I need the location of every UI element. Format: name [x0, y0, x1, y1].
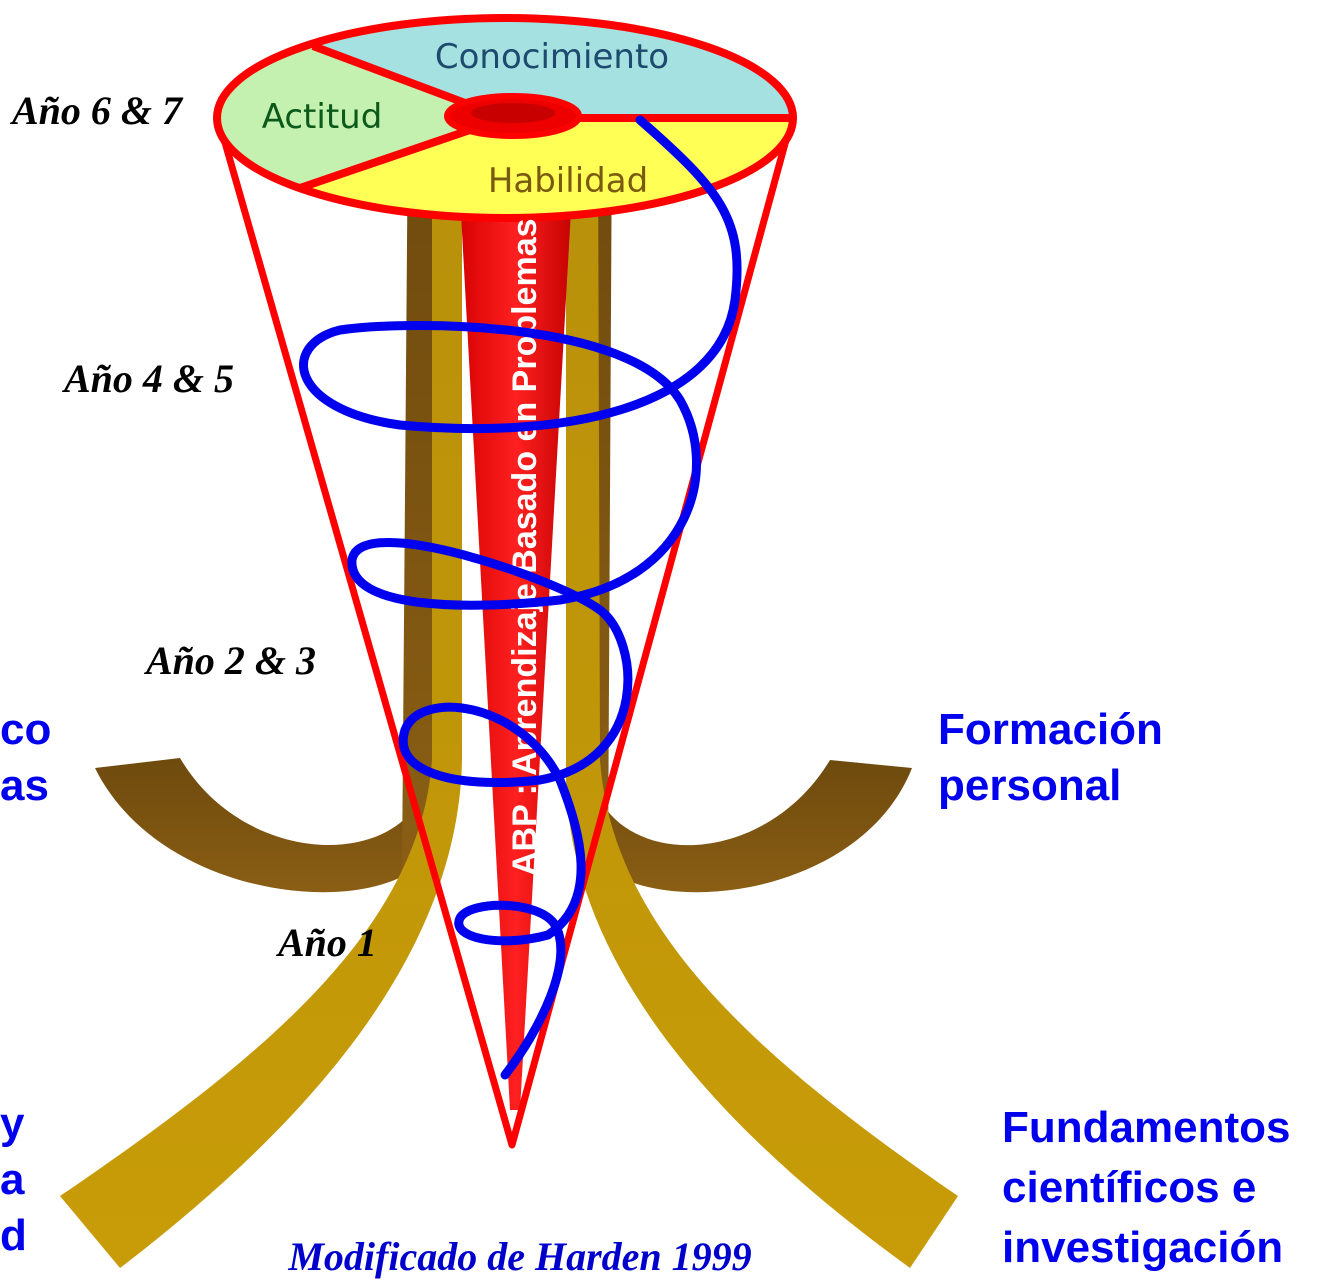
left-upper-label-line2: as — [0, 761, 49, 810]
skill-label: Habilidad — [488, 161, 648, 201]
personal-formation-line2: personal — [938, 761, 1121, 810]
source-credit: Modificado de Harden 1999 — [287, 1234, 751, 1279]
left-lower-label-line3: d — [0, 1211, 27, 1260]
left-gold-strand — [60, 140, 462, 1268]
right-dark-arm — [596, 760, 912, 893]
abp-central-bar — [456, 122, 576, 1110]
knowledge-label: Conocimiento — [435, 37, 669, 77]
personal-formation-line1: Formación — [938, 705, 1163, 754]
year-6-7-label: Año 6 & 7 — [9, 88, 184, 133]
cone-top-disc — [213, 14, 797, 222]
attitude-segment — [221, 46, 505, 188]
year-4-5-label: Año 4 & 5 — [61, 356, 234, 401]
year-1-label: Año 1 — [275, 920, 377, 965]
left-dark-strand — [402, 118, 438, 870]
science-foundations-line3: investigación — [1002, 1223, 1283, 1272]
left-upper-label-line1: co — [0, 705, 51, 754]
year-2-3-label: Año 2 & 3 — [143, 638, 316, 683]
science-foundations-line2: científicos e — [1002, 1163, 1256, 1212]
left-lower-label-line1: y — [0, 1099, 25, 1148]
right-gold-strand — [565, 140, 958, 1268]
left-dark-arm — [95, 758, 425, 893]
science-foundations-line1: Fundamentos — [1002, 1103, 1290, 1152]
knowledge-segment — [313, 20, 793, 118]
left-lower-label-line2: a — [0, 1155, 25, 1204]
spiral-curve — [299, 115, 742, 1080]
attitude-label: Actitud — [262, 97, 383, 137]
